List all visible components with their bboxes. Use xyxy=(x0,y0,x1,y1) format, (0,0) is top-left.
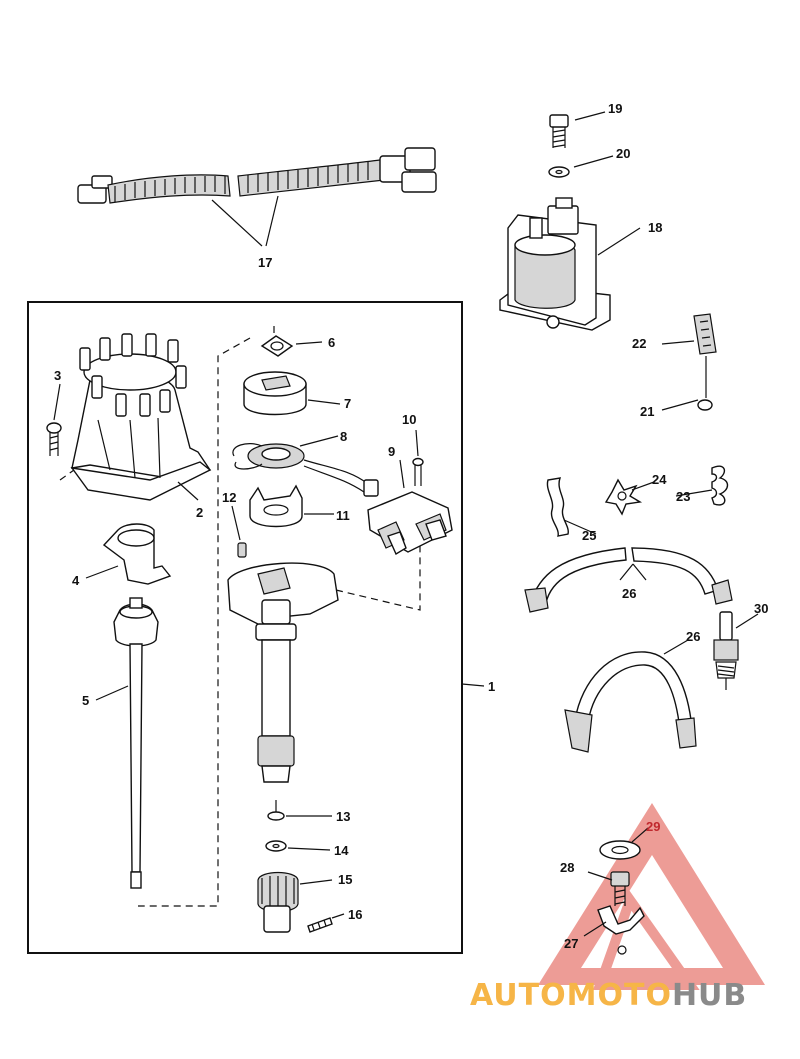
guide-line-cap xyxy=(59,469,75,481)
watermark-logo xyxy=(538,803,765,990)
part-17-ignition-lead xyxy=(77,147,437,247)
callout-10: 10 xyxy=(402,412,416,427)
guide-line-center-left xyxy=(138,337,251,907)
watermark-text-hub: HUB xyxy=(672,978,747,1013)
part-3-screw xyxy=(46,383,62,456)
part-15-drive-gear xyxy=(257,871,333,933)
callout-21: 21 xyxy=(640,404,654,419)
callout-26-lower: 26 xyxy=(686,629,700,644)
part-2-distributor-cap xyxy=(70,333,212,501)
callout-2: 2 xyxy=(196,505,203,520)
part-9-ignition-module xyxy=(367,459,453,556)
part-24-wire-separator xyxy=(604,478,655,516)
watermark-text-automoto: AUTOMOTO xyxy=(470,978,672,1013)
part-22-clip xyxy=(661,313,717,355)
callout-27: 27 xyxy=(564,936,578,951)
callout-4: 4 xyxy=(72,573,80,588)
guide-line-module xyxy=(335,540,421,611)
part-23-wire-separator xyxy=(675,465,729,506)
part-28-bolt xyxy=(587,871,630,906)
callout-17: 17 xyxy=(258,255,272,270)
callout-16: 16 xyxy=(348,907,362,922)
part-12-pin xyxy=(231,505,247,558)
callout-8: 8 xyxy=(340,429,347,444)
callout-26-upper: 26 xyxy=(622,586,636,601)
part-11-pole-piece xyxy=(249,484,334,528)
part-distributor-housing xyxy=(227,562,339,783)
callout-9: 9 xyxy=(388,444,395,459)
callout-numbers: 1 2 3 4 5 6 7 8 9 10 11 12 13 14 15 16 1… xyxy=(54,101,768,951)
callout-14: 14 xyxy=(334,843,349,858)
callout-6: 6 xyxy=(328,335,335,350)
callout-5: 5 xyxy=(82,693,89,708)
callout-28: 28 xyxy=(560,860,574,875)
callout-12: 12 xyxy=(222,490,236,505)
part-27-bracket xyxy=(583,905,645,955)
callout-29: 29 xyxy=(646,819,660,834)
callout-24: 24 xyxy=(652,472,667,487)
part-6-gasket xyxy=(260,335,323,357)
part-13-washer xyxy=(267,800,332,821)
watermark-triangle xyxy=(538,803,765,985)
callout-25: 25 xyxy=(582,528,596,543)
part-29-washer xyxy=(599,827,649,860)
svg-text:AUTOMOTOHUB: AUTOMOTOHUB xyxy=(470,978,747,1013)
part-10-screw xyxy=(412,429,424,486)
part-26-spark-plug-lead-lower xyxy=(564,639,697,753)
callout-18: 18 xyxy=(648,220,662,235)
part-21-strap xyxy=(661,356,713,411)
callout-13: 13 xyxy=(336,809,350,824)
part-26-spark-plug-lead-upper xyxy=(524,547,733,613)
part-14-shim xyxy=(265,840,331,852)
part-4-housing-cap xyxy=(85,523,172,585)
part-20-washer xyxy=(548,155,614,178)
part-7-rotor xyxy=(243,371,341,416)
part-19-screw xyxy=(549,111,606,148)
part-30-spark-plug xyxy=(713,611,759,690)
part-8-pickup-coil xyxy=(232,435,379,497)
callout-15: 15 xyxy=(338,872,352,887)
callout-1: 1 xyxy=(488,679,495,694)
callout-19: 19 xyxy=(608,101,622,116)
watermark-text: AUTOMOTOHUB xyxy=(470,978,747,1013)
callout-20: 20 xyxy=(616,146,630,161)
distributor-assembly-box xyxy=(27,301,463,954)
callout-7: 7 xyxy=(344,396,351,411)
callout-3: 3 xyxy=(54,368,61,383)
part-18-ignition-coil xyxy=(499,197,641,331)
leader-1 xyxy=(461,683,485,687)
callout-30: 30 xyxy=(754,601,768,616)
callout-23: 23 xyxy=(676,489,690,504)
callout-22: 22 xyxy=(632,336,646,351)
callout-11: 11 xyxy=(336,508,350,523)
part-25-wire-loom xyxy=(546,477,597,537)
part-16-roll-pin xyxy=(307,913,345,933)
watermark-inner-triangle xyxy=(592,889,700,990)
part-5-distributor-shaft xyxy=(95,597,159,889)
